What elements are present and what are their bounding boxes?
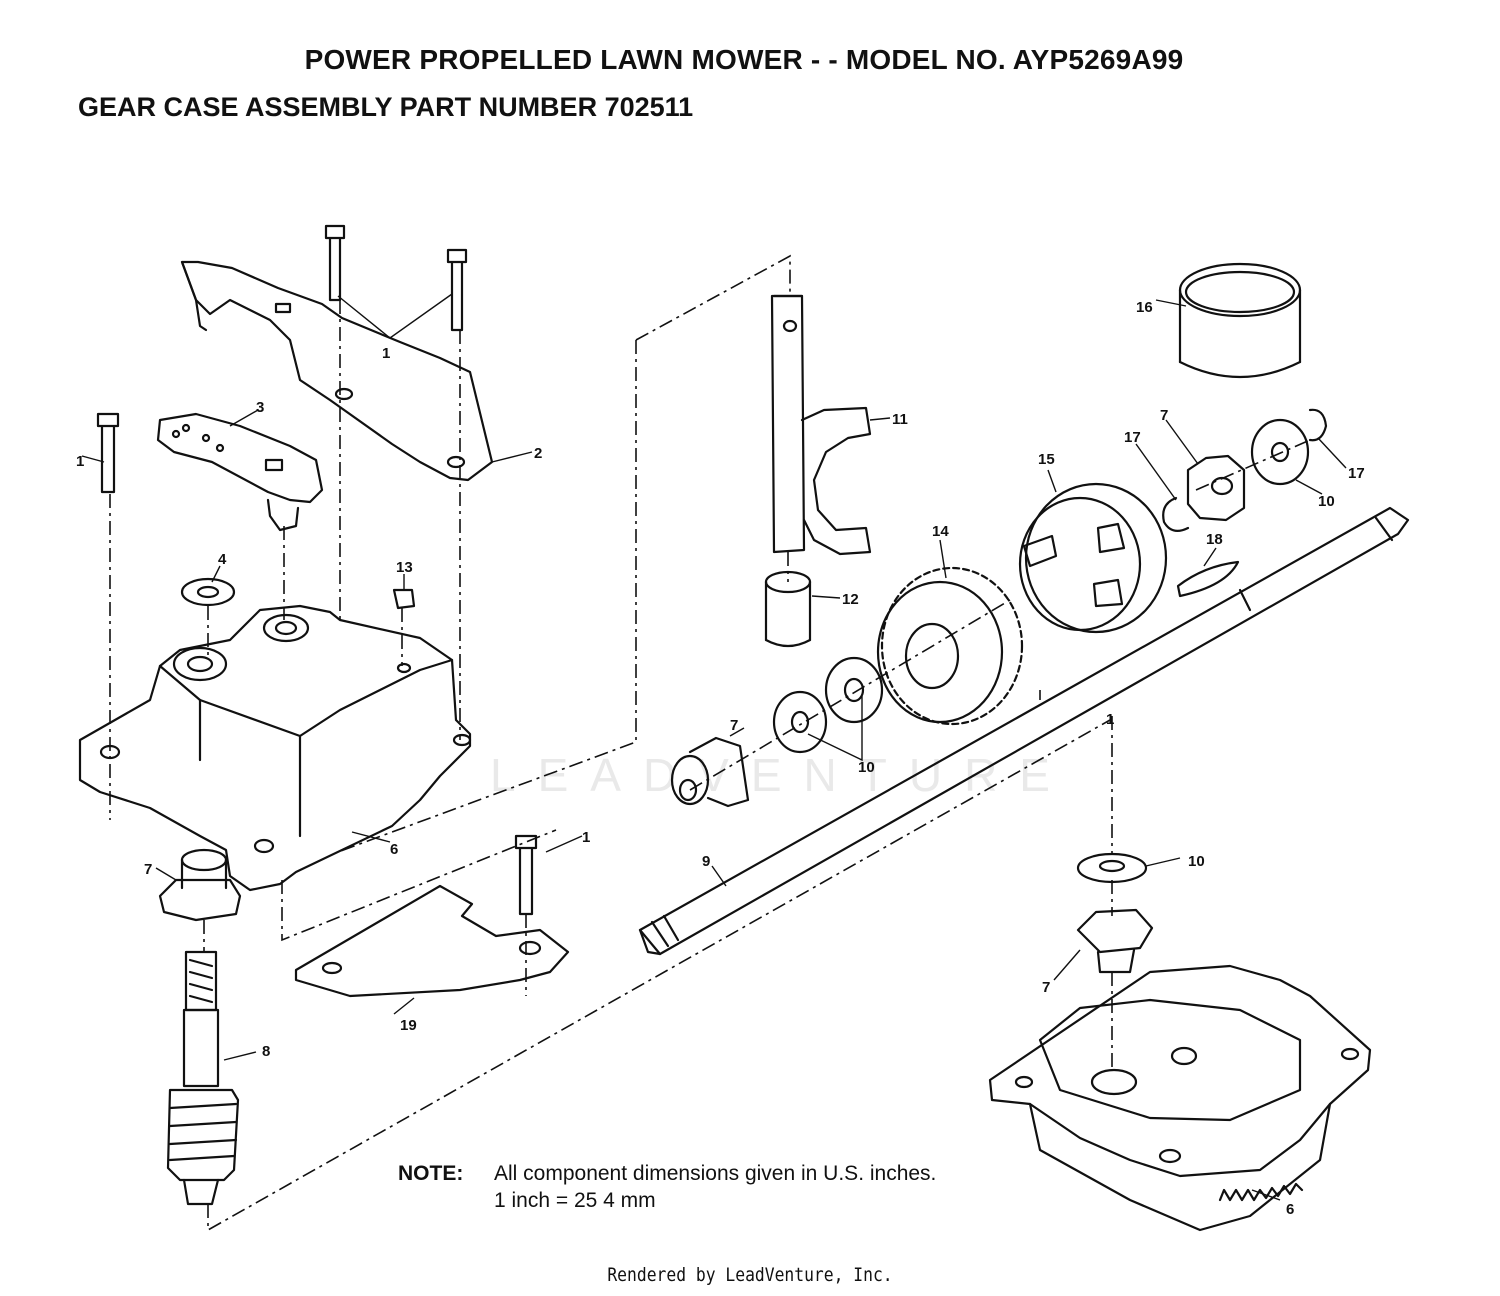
part-13-plug [392,588,416,610]
part-7-bushing-right [1186,454,1246,522]
part-6-upper-housing [78,604,472,892]
callout-17-right: 17 [1348,465,1365,482]
callout-7-left: 7 [144,861,152,878]
note-line-2: 1 inch = 25 4 mm [494,1189,656,1212]
callout-7-middle: 7 [730,717,738,734]
callout-13: 13 [396,559,413,576]
part-10-washer-right [1250,418,1310,486]
part-17-clip-right [1308,408,1328,442]
part-14-gear [876,566,1024,726]
part-15-clutch [1018,482,1168,634]
callout-9: 9 [702,853,710,870]
part-8-worm-shaft [166,950,240,1206]
part-1-bolts [96,224,538,916]
callout-6-upper: 6 [390,841,398,858]
part-12-spacer [764,570,812,648]
callout-8: 8 [262,1043,270,1060]
part-3-lever [156,412,324,532]
part-10-washer-a [772,690,828,754]
callout-18: 18 [1206,531,1223,548]
callout-6-lower: 6 [1286,1201,1294,1218]
part-7-bushing-middle [670,736,750,808]
callout-10-lower-right: 10 [1188,853,1205,870]
part-10-washer-b [824,656,884,724]
callout-10-upper-right: 10 [1318,493,1335,510]
footer-credit: Rendered by LeadVenture, Inc. [607,1264,893,1286]
callout-16: 16 [1136,299,1153,316]
callout-15: 15 [1038,451,1055,468]
page-title: POWER PROPELLED LAWN MOWER - - MODEL NO.… [304,44,1184,75]
part-18-key [1176,560,1240,598]
part-2-bracket [180,260,494,482]
part-9-axle [638,506,1410,956]
callout-7-upper-right: 7 [1160,407,1168,424]
part-11-shift-fork [770,294,872,556]
callout-10-middle: 10 [858,759,875,776]
callout-2: 2 [534,445,542,462]
callout-17-left: 17 [1124,429,1141,446]
part-7-bushing-left [158,848,242,922]
callout-1-mid: 1 [582,829,590,846]
part-19-plate [294,884,570,998]
callout-19: 19 [400,1017,417,1034]
note-label: NOTE: [398,1162,464,1185]
callout-11: 11 [892,411,908,428]
callout-1-right: 1 [1106,711,1114,728]
part-7-bushing-lower [1076,908,1154,974]
callout-3: 3 [256,399,264,416]
callout-1-top: 1 [382,345,390,362]
callout-7-lower-right: 7 [1042,979,1050,996]
callout-12: 12 [842,591,859,608]
callout-4: 4 [218,551,227,568]
part-6-lower-housing [988,964,1372,1232]
page-subtitle: GEAR CASE ASSEMBLY PART NUMBER 702511 [78,92,694,122]
callout-14: 14 [932,523,949,540]
part-4-washer [180,577,236,607]
part-10-washer-lower [1076,852,1148,884]
watermark: LEADVENTURE [490,749,1072,801]
part-16-cup [1178,262,1302,379]
part-17-clip-left [1162,496,1190,533]
note-block: NOTE: All component dimensions given in U… [398,1160,936,1214]
note-line-1: All component dimensions given in U.S. i… [494,1162,937,1185]
callout-1-left: 1 [76,453,84,470]
